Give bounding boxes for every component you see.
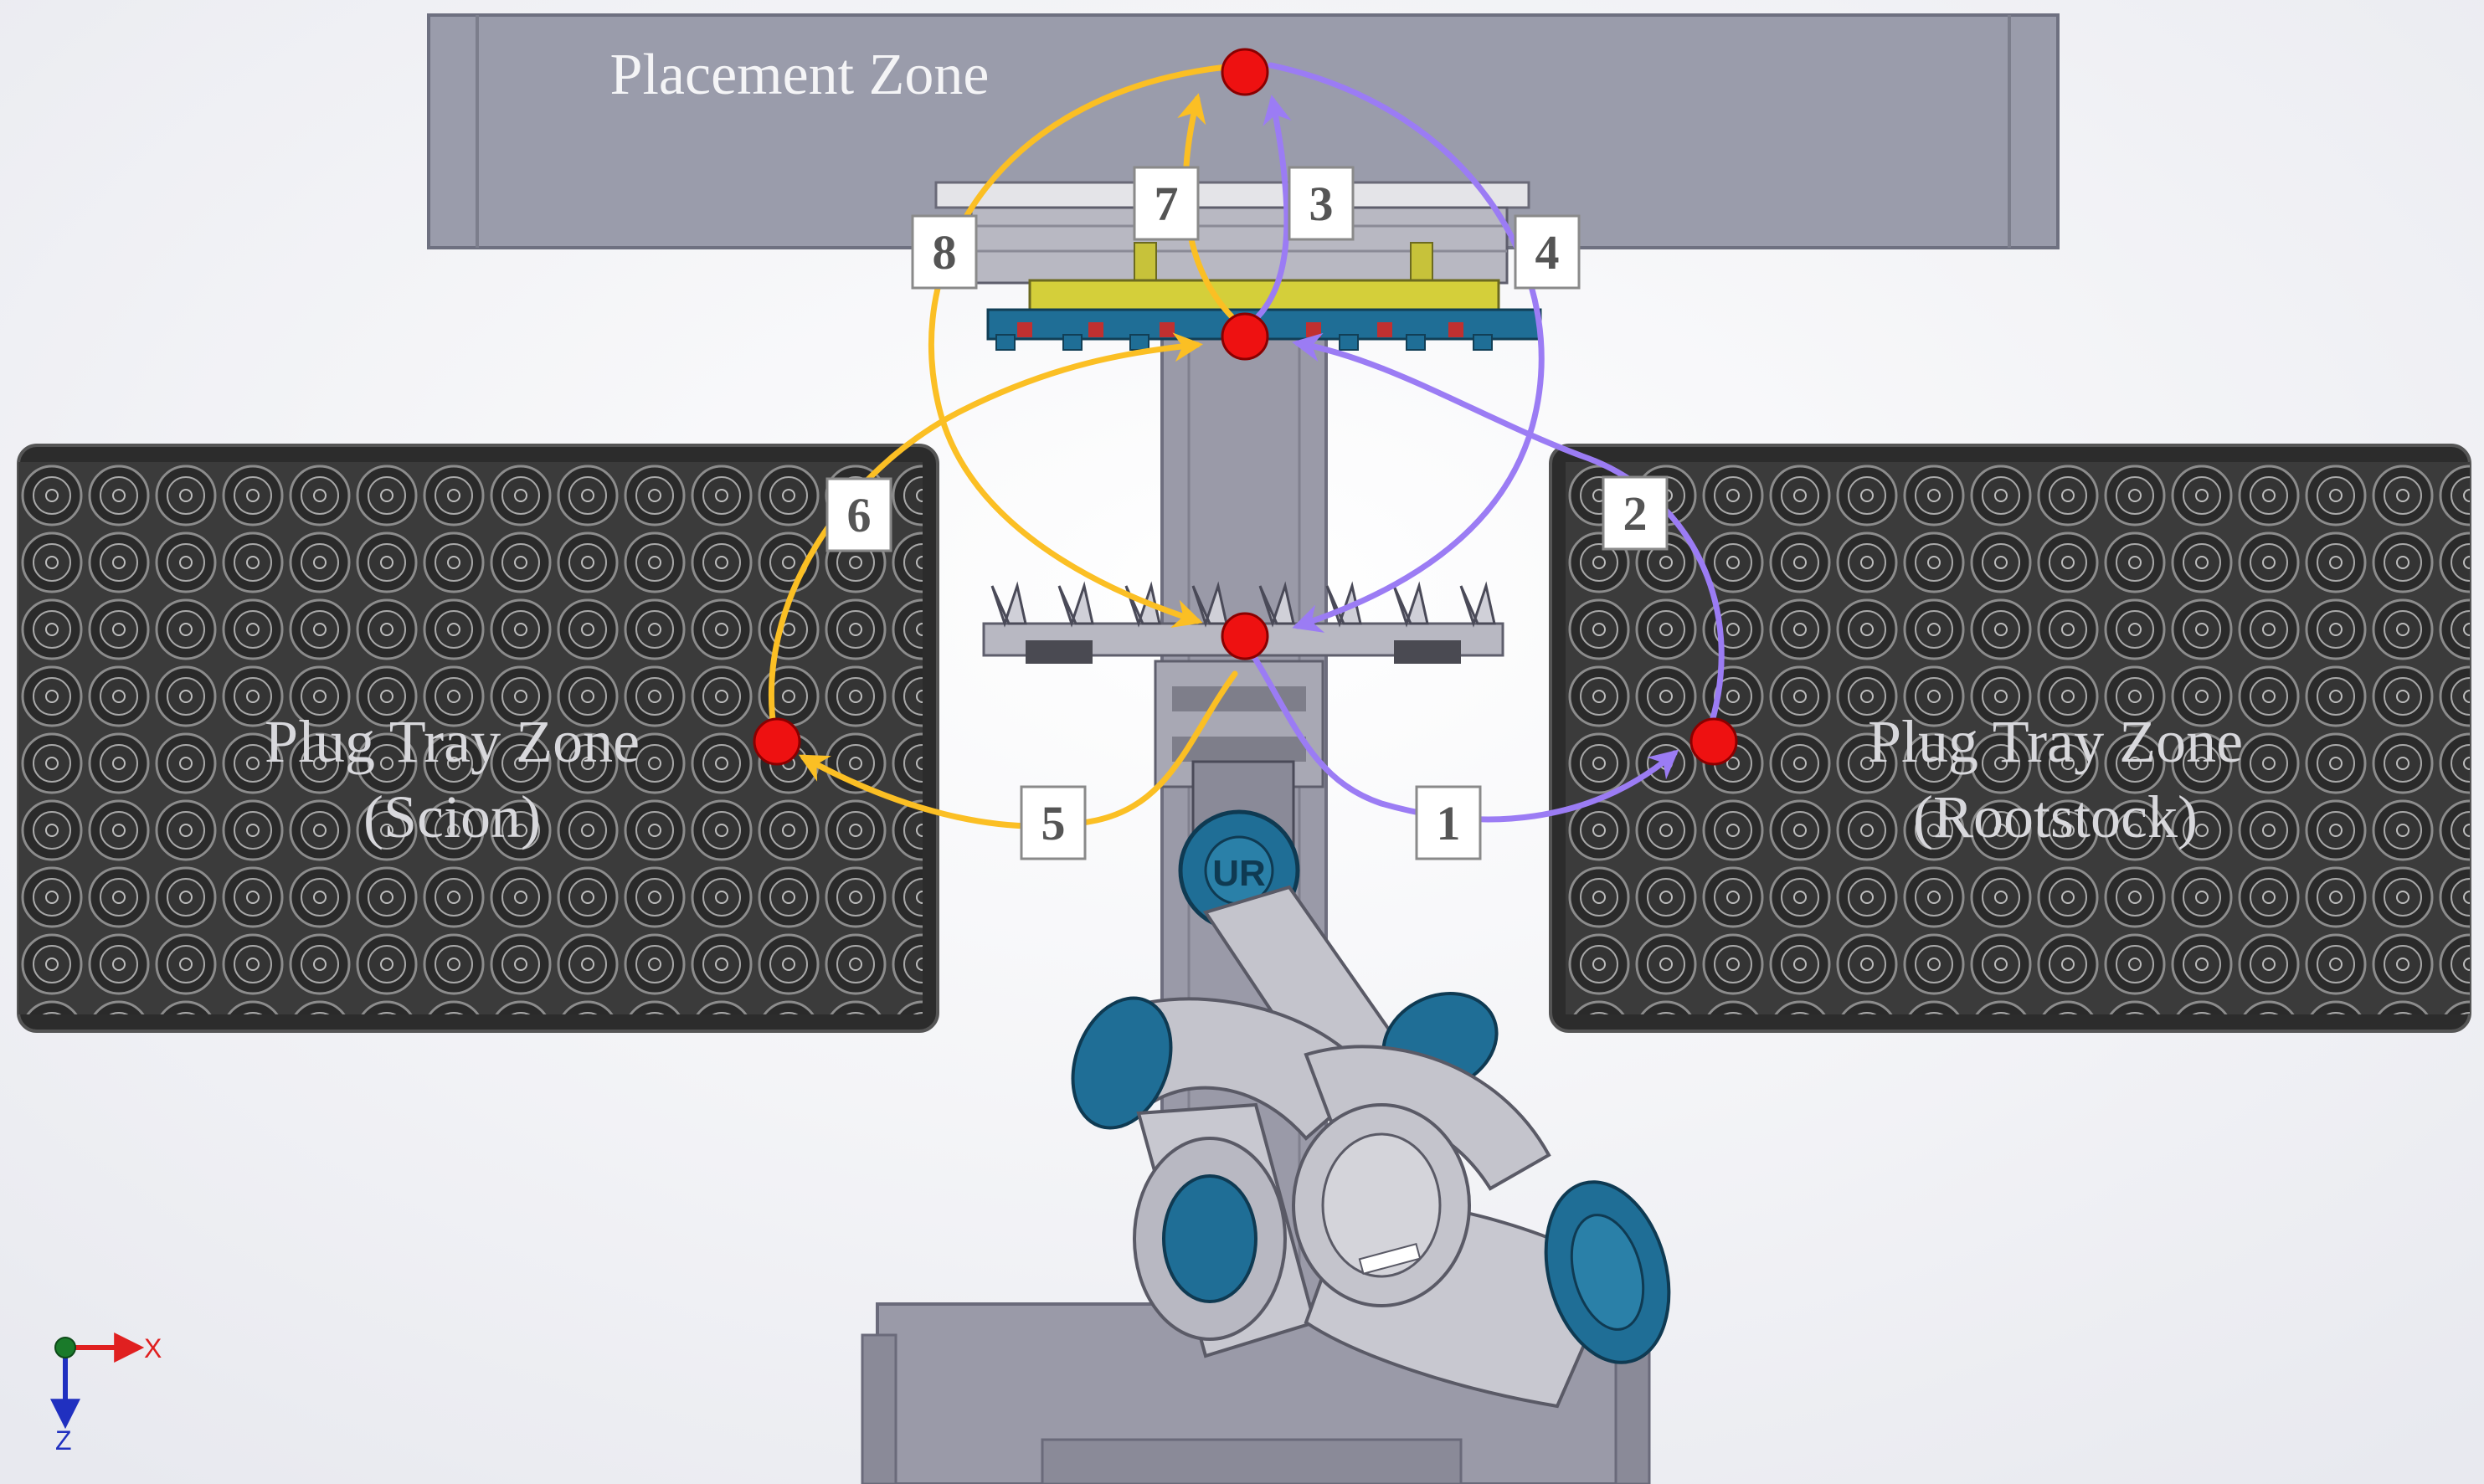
step-labels: 1 2 3 4 5 6 7 8	[825, 166, 1669, 860]
scion-zone-label-line1: Plug Tray Zone	[265, 708, 640, 775]
waypoint-rootstock	[1689, 717, 1738, 766]
waypoint-gripper	[1221, 312, 1269, 361]
waypoint-placement	[1221, 48, 1269, 96]
robot-arm: UR	[1071, 760, 1671, 1409]
step-4-label: 4	[1535, 225, 1560, 280]
ur-logo: UR	[1212, 853, 1266, 894]
step-2-label: 2	[1623, 486, 1648, 541]
placement-zone-label: Placement Zone	[610, 43, 990, 107]
step-1-label: 1	[1437, 796, 1461, 850]
x-axis-label: X	[144, 1333, 162, 1363]
rootstock-zone-label-line1: Plug Tray Zone	[1868, 708, 2243, 775]
step-8-label: 8	[933, 225, 957, 280]
axis-triad: X Z	[50, 1333, 162, 1456]
scion-zone-label-line2: (Scion)	[363, 783, 541, 850]
path-3	[1246, 95, 1292, 328]
waypoints	[753, 48, 1738, 766]
step-3-label: 3	[1309, 177, 1334, 231]
rootstock-zone-label-line2: (Rootstock)	[1913, 783, 2198, 850]
step-5-label: 5	[1041, 796, 1066, 850]
path-4	[1268, 62, 1545, 633]
path-6	[768, 332, 1203, 736]
z-axis-label: Z	[55, 1425, 72, 1456]
waypoint-scion	[753, 717, 801, 766]
step-6-label: 6	[847, 488, 872, 542]
step-7-label: 7	[1155, 177, 1179, 231]
waypoint-clip	[1221, 612, 1269, 660]
path-8	[928, 64, 1230, 629]
rootstock-paths	[1240, 62, 1725, 823]
axis-origin	[54, 1337, 76, 1358]
path-5	[798, 670, 1238, 829]
path-1	[1240, 637, 1679, 823]
path-2	[1292, 332, 1725, 738]
